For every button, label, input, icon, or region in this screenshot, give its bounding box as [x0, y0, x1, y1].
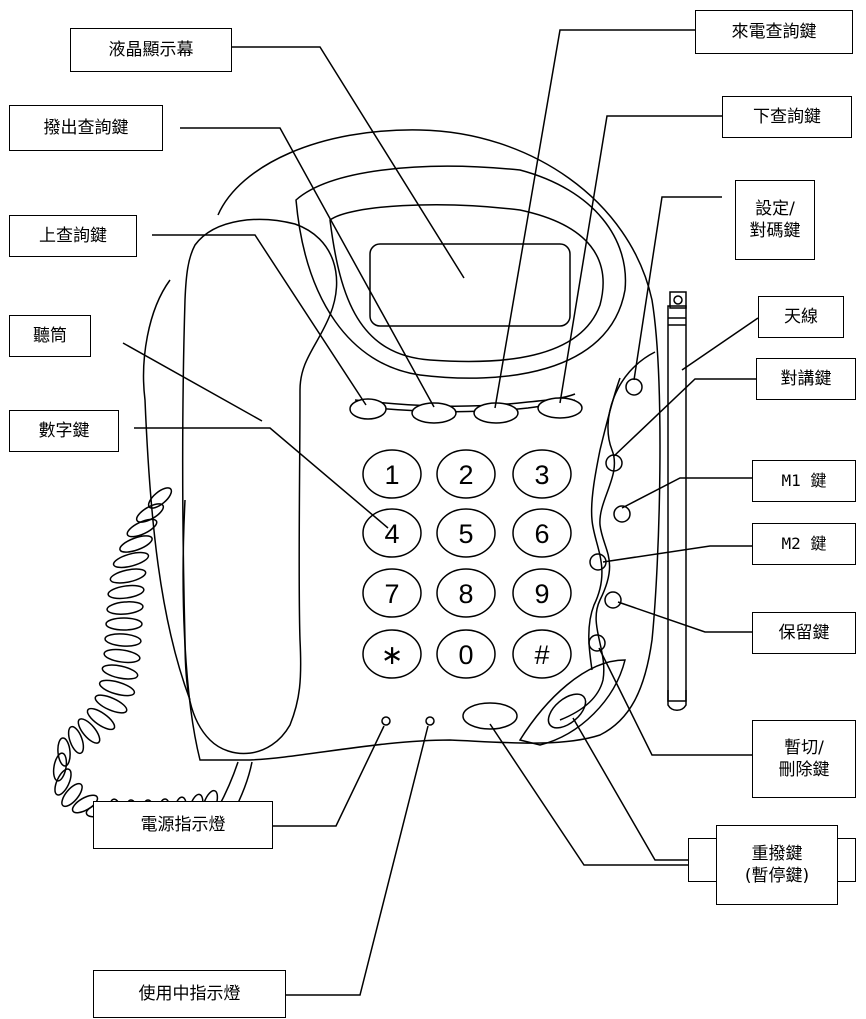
label-inuse-led: 使用中指示燈 — [93, 970, 286, 1018]
label-outgoing: 撥出查詢鍵 — [9, 105, 163, 151]
display-bezel — [295, 165, 627, 379]
key-label: 9 — [534, 579, 549, 609]
label-flash: 暫切/ 刪除鍵 — [752, 720, 856, 798]
label-number-keys: 數字鍵 — [9, 410, 119, 452]
label-scroll-down: 下查詢鍵 — [722, 96, 852, 138]
label-redial: 重撥鍵 (暫停鍵) — [716, 825, 838, 905]
key-label: 8 — [458, 579, 473, 609]
key-7[interactable] — [362, 568, 422, 618]
label-lcd: 液晶顯示幕 — [70, 28, 232, 72]
key-star[interactable] — [362, 629, 422, 679]
phone-body-shadow — [142, 279, 191, 701]
setup-key[interactable] — [625, 378, 643, 396]
key-label: 1 — [384, 460, 399, 490]
power-led — [381, 716, 391, 726]
label-m2: M2 鍵 — [752, 523, 856, 565]
key-2[interactable] — [436, 449, 496, 499]
key-8[interactable] — [436, 568, 496, 618]
label-hold: 保留鍵 — [752, 612, 856, 654]
keypad — [362, 449, 572, 679]
speaker-key[interactable] — [542, 688, 591, 735]
key-label: 2 — [458, 460, 473, 490]
antenna-tip — [667, 690, 687, 711]
scroll-up-key[interactable] — [349, 398, 387, 420]
label-antenna: 天線 — [758, 296, 844, 338]
key-0[interactable] — [436, 629, 496, 679]
inuse-led — [425, 716, 435, 726]
coiled-cord — [52, 487, 219, 829]
redial-key[interactable] — [462, 702, 518, 730]
key-label: 6 — [534, 519, 549, 549]
handset — [182, 218, 338, 755]
key-6[interactable] — [512, 508, 572, 558]
label-incoming: 來電查詢鍵 — [695, 10, 853, 54]
label-scroll-up: 上查詢鍵 — [9, 215, 137, 257]
m1-key[interactable] — [613, 505, 631, 523]
label-handset: 聽筒 — [9, 315, 91, 357]
display-bezel-inner — [329, 204, 604, 363]
label-setup: 設定/ 對碼鍵 — [735, 180, 815, 260]
key-5[interactable] — [436, 508, 496, 558]
flash-key[interactable] — [588, 634, 606, 652]
key-1[interactable] — [362, 449, 422, 499]
key-9[interactable] — [512, 568, 572, 618]
key-label: 0 — [458, 640, 473, 670]
speaker-key-surround — [518, 659, 626, 746]
key-4[interactable] — [362, 508, 422, 558]
lcd-screen — [369, 243, 571, 327]
outgoing-key[interactable] — [411, 402, 457, 424]
label-power-led: 電源指示燈 — [93, 801, 273, 849]
key-label: # — [534, 640, 549, 670]
key-label: ∗ — [381, 640, 404, 670]
key-3[interactable] — [512, 449, 572, 499]
side-key-panel — [559, 351, 656, 721]
leader-lines — [122, 29, 759, 996]
label-intercom: 對講鍵 — [756, 358, 856, 400]
antenna — [667, 305, 687, 702]
phone-body — [182, 129, 661, 761]
key-hash[interactable] — [512, 629, 572, 679]
key-label: 7 — [384, 579, 399, 609]
key-label: 4 — [384, 519, 399, 549]
scroll-down-key[interactable] — [537, 397, 583, 419]
key-label: 3 — [534, 460, 549, 490]
hold-key[interactable] — [604, 591, 622, 609]
antenna-cap — [669, 291, 687, 309]
key-label: 5 — [458, 519, 473, 549]
label-m1: M1 鍵 — [752, 460, 856, 502]
